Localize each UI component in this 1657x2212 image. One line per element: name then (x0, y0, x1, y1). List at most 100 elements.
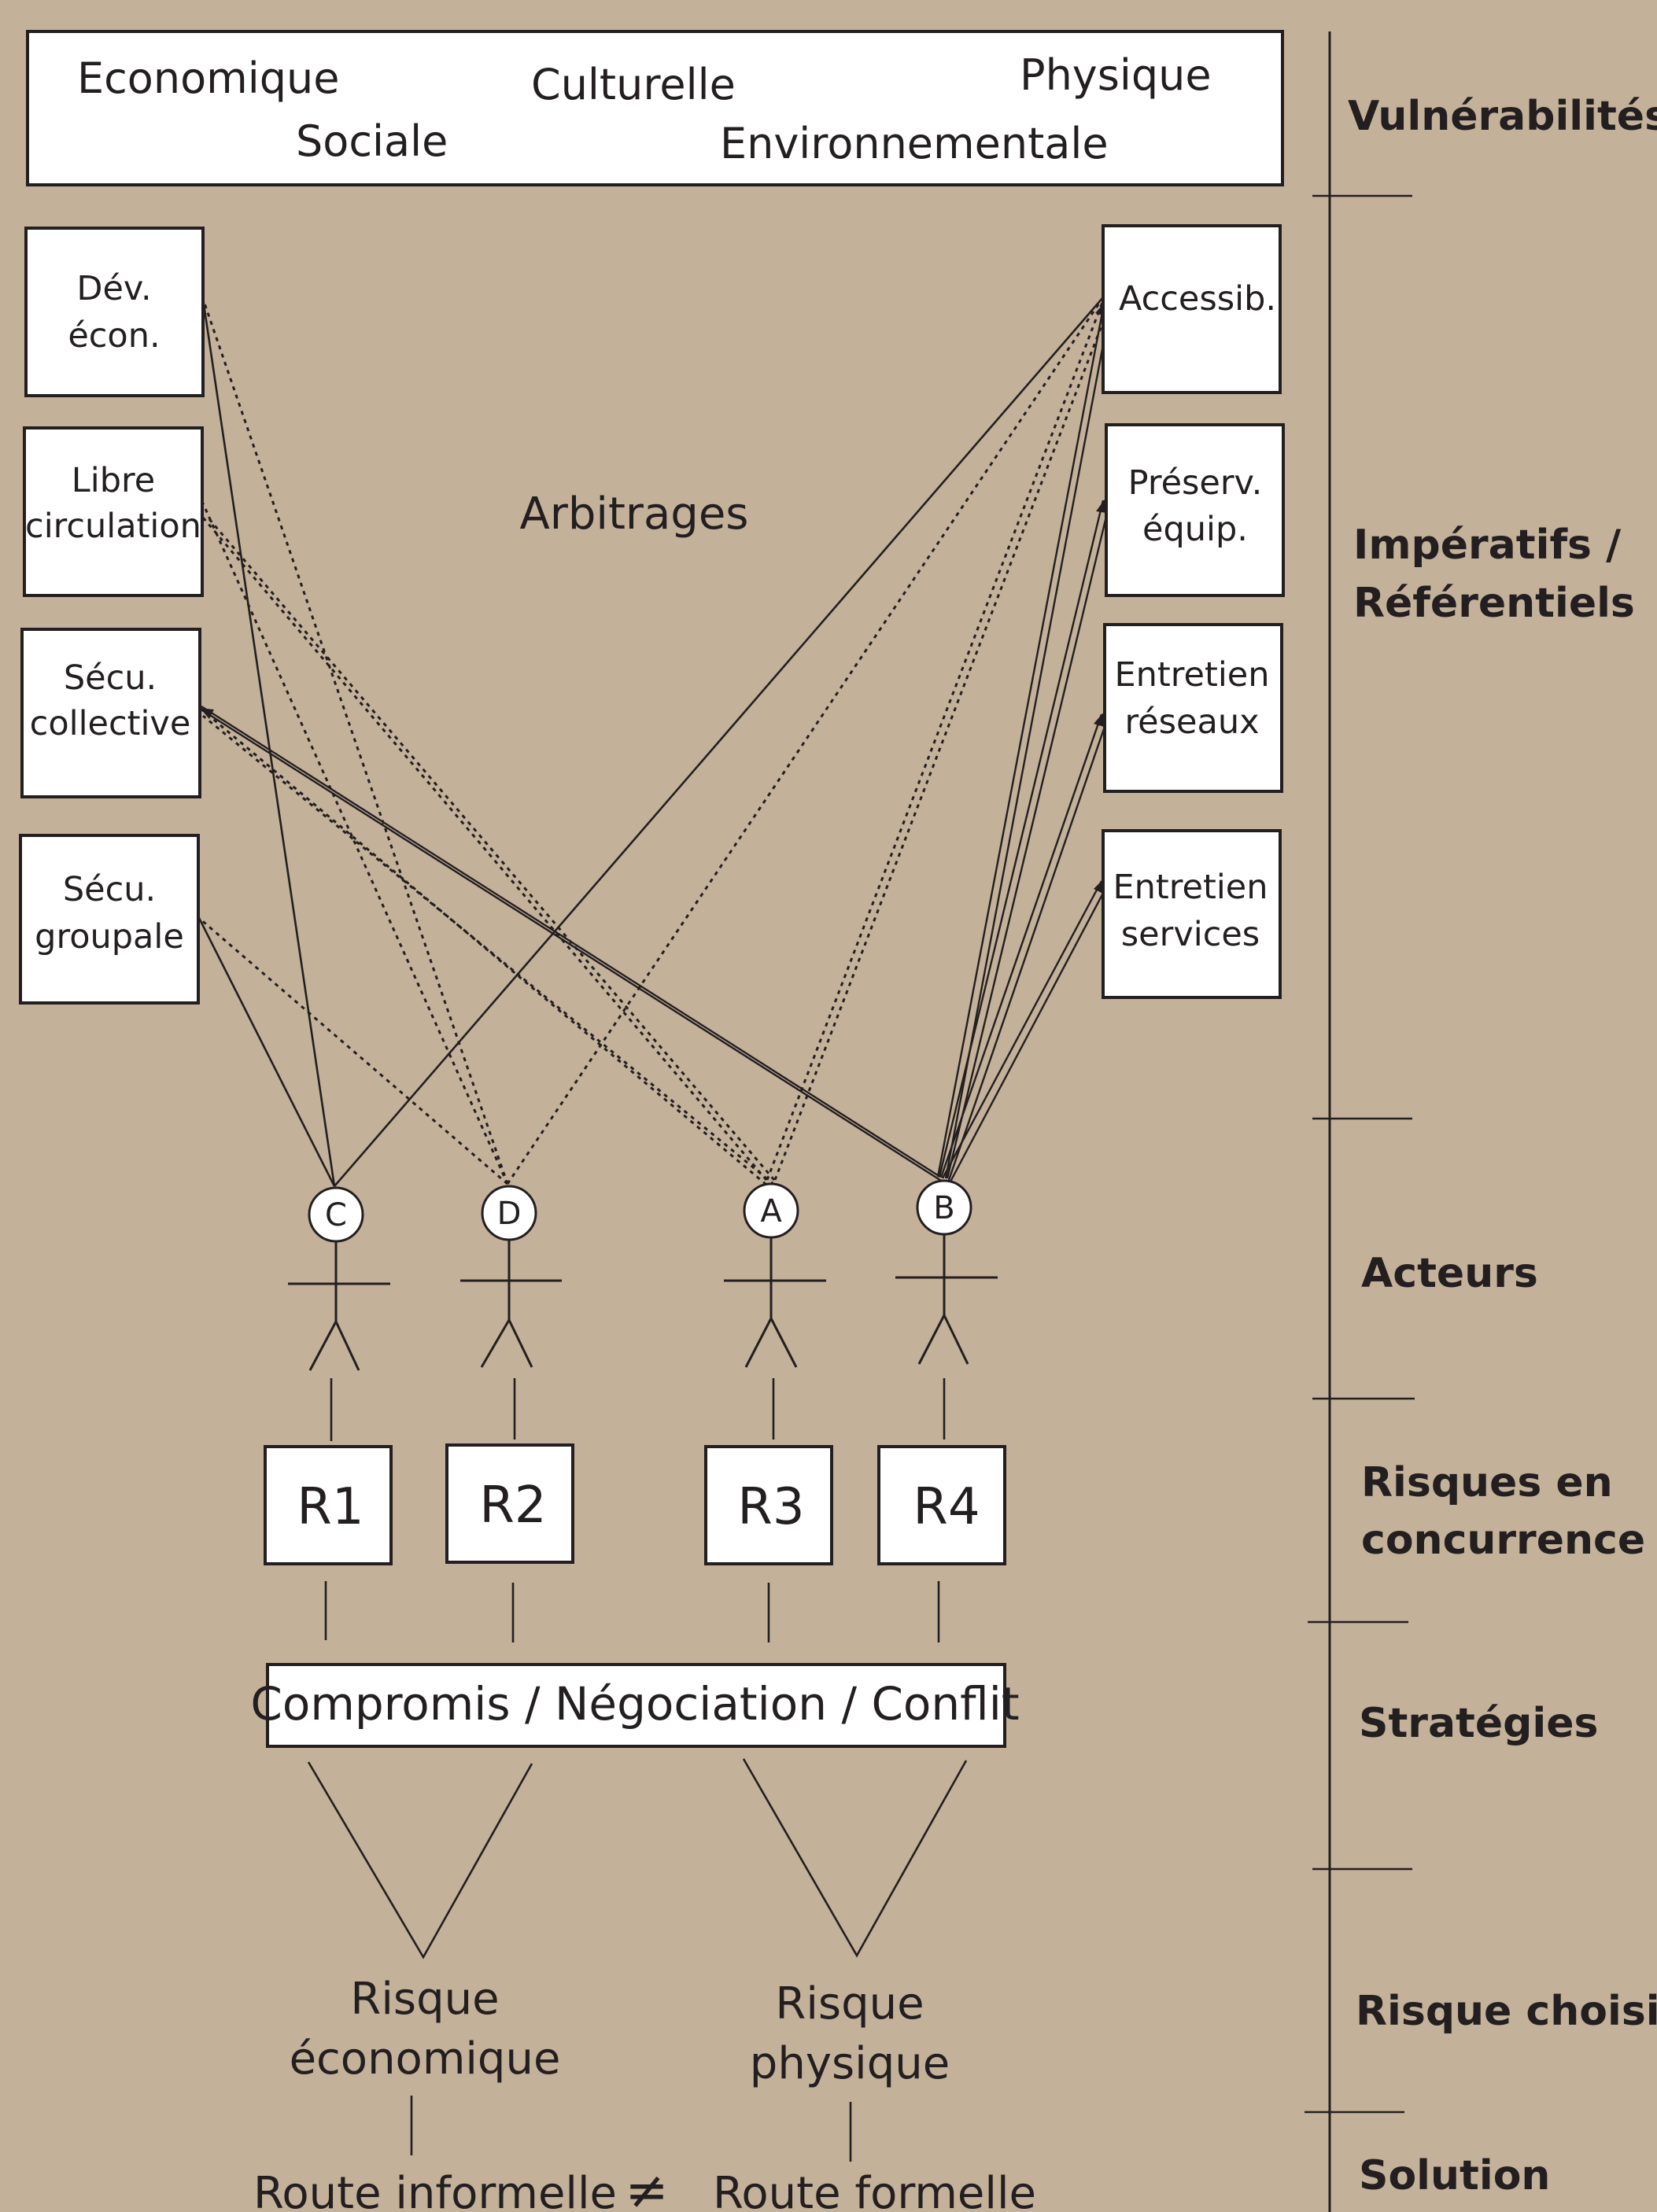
link-a-secu-collective (199, 706, 767, 1186)
actor-leg (744, 1318, 773, 1368)
risk-box-r3: R3 (704, 1445, 833, 1565)
link-c-secu-groupale (197, 916, 336, 1187)
section-label-concurrence: concurrence (1361, 1517, 1645, 1564)
referential-box (1103, 623, 1283, 793)
risk-box-r2: R2 (445, 1443, 574, 1564)
referential-box (19, 834, 200, 1005)
right-referential-entretien-reseaux: Entretien réseaux (1103, 623, 1283, 793)
link-a-accessib-2 (773, 304, 1111, 1181)
link-d-libre-circulation (201, 503, 509, 1185)
referential-box (1102, 829, 1282, 999)
actor-b: B (895, 1179, 998, 1365)
risk-box (445, 1443, 574, 1564)
solution-route-informelle: Route informelle (253, 2168, 617, 2212)
arbitrage-links (197, 297, 1111, 1187)
link-a-libre-circulation-2 (208, 518, 776, 1181)
strategy-label: Compromis / Négociation / Conflit (250, 1677, 1019, 1731)
risk-label: R3 (737, 1478, 804, 1536)
section-label-imperatifs: Impératifs / (1353, 522, 1621, 569)
risk-box (704, 1445, 833, 1565)
link-c-accessib (334, 297, 1104, 1187)
referential-line: Dév. (76, 269, 151, 308)
referential-box (23, 426, 204, 597)
risk-box-r4: R4 (877, 1445, 1006, 1565)
right-referential-accessib: Accessib. (1102, 224, 1282, 394)
actor-label: B (933, 1190, 954, 1226)
link-b-preserv-2 (946, 503, 1111, 1179)
v-connector-physique (742, 1758, 968, 1958)
actor-leg (507, 1319, 533, 1368)
left-referential-dev-econ: Dév. écon. (24, 227, 205, 397)
link-b-accessib-2 (944, 311, 1111, 1179)
link-b-entretien-reseaux (939, 713, 1103, 1178)
referential-line: Entretien (1113, 868, 1268, 907)
v-connector-economique (307, 1761, 533, 1959)
referential-line: écon. (68, 316, 160, 356)
actor-d: D (460, 1185, 562, 1368)
referential-line: Entretien (1115, 655, 1270, 695)
link-a-secu-collective-2 (202, 714, 775, 1186)
link-b-accessib (936, 308, 1105, 1178)
link-b-secu-collective (201, 705, 941, 1178)
referential-line: Préserv. (1128, 463, 1263, 503)
vulnerabilities-box (26, 30, 1284, 186)
link-d-secu-groupale (199, 917, 508, 1185)
right-referential-entretien-services: Entretien services (1102, 829, 1282, 999)
actor-leg (917, 1314, 946, 1365)
risk-label: R2 (479, 1477, 546, 1535)
vulnerability-culturelle: Culturelle (531, 60, 736, 109)
referential-line: circulation (25, 507, 201, 546)
referential-box (1105, 423, 1285, 597)
link-b-entretien-services (941, 880, 1103, 1179)
actor-a: A (724, 1182, 826, 1368)
risk-label: R4 (913, 1478, 980, 1536)
section-label-acteurs: Acteurs (1361, 1250, 1538, 1297)
arbitrages-label: Arbitrages (520, 488, 749, 540)
chosen-risk-economique-line: Risque (350, 1974, 499, 2025)
vulnerability-sociale: Sociale (296, 116, 448, 166)
referential-line: services (1121, 915, 1260, 954)
actor-leg (334, 1321, 360, 1371)
referential-box (24, 227, 205, 397)
link-c-dev-econ (201, 298, 336, 1187)
link-b-secu-collective-2 (205, 711, 946, 1185)
not-equal-symbol: ≠ (625, 2160, 668, 2212)
referential-line: équip. (1142, 510, 1248, 549)
left-referential-libre-circulation: Libre circulation (23, 426, 204, 597)
right-referential-preserv-equip: Préserv. équip. (1105, 423, 1285, 597)
risk-box-r1: R1 (264, 1445, 393, 1565)
actor-label: A (760, 1193, 782, 1230)
vulnerability-environnementale: Environnementale (720, 119, 1109, 168)
actor-leg (480, 1319, 511, 1368)
referential-line: Libre (72, 461, 155, 500)
actor-c: C (288, 1186, 390, 1371)
link-b-entretien-services-2 (949, 883, 1109, 1182)
link-d-accessib (506, 297, 1105, 1185)
actor-leg (308, 1321, 338, 1371)
link-d-dev-econ (201, 298, 509, 1185)
solution-route-formelle: Route formelle (713, 2168, 1036, 2212)
section-label-vulnerabilites: Vulnérabilités (1348, 93, 1657, 140)
left-referential-secu-collective: Sécu. collective (20, 628, 201, 798)
referential-box (1102, 224, 1282, 394)
referential-box (20, 628, 201, 798)
link-a-libre-circulation (201, 517, 768, 1181)
chosen-risk-economique-line: économique (290, 2033, 561, 2085)
arrowhead (1096, 497, 1106, 513)
actor-leg (943, 1314, 969, 1365)
link-b-preserv (938, 500, 1105, 1178)
referential-line: Accessib. (1119, 279, 1276, 319)
referential-line: Sécu. (63, 870, 156, 909)
section-label-solution: Solution (1359, 2152, 1550, 2199)
arrowhead (200, 708, 214, 719)
actor-leg (769, 1318, 798, 1368)
section-label-risques: Risques en (1361, 1459, 1613, 1506)
referential-line: groupale (35, 917, 184, 957)
risk-box (877, 1445, 1006, 1565)
section-label-referentiels: Référentiels (1353, 580, 1635, 627)
referential-line: collective (30, 704, 191, 743)
actor-label: D (497, 1196, 522, 1232)
arrowhead (1094, 711, 1105, 727)
referential-line: réseaux (1124, 702, 1259, 742)
link-a-accessib (766, 300, 1105, 1181)
